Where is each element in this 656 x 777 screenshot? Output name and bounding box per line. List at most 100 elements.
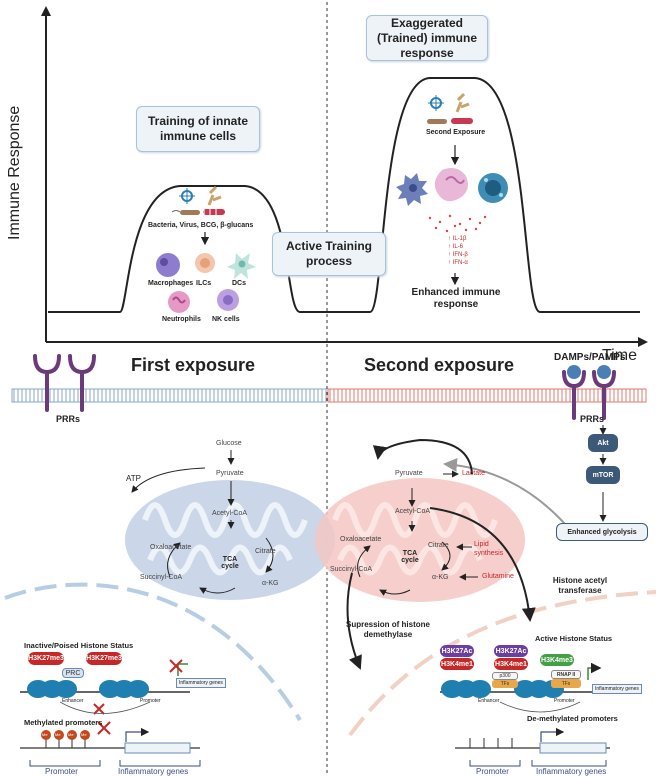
bcg-bacterium-icon-2 bbox=[451, 118, 473, 124]
h3k27me3-mark-2: H3K27me3 bbox=[86, 652, 122, 665]
virus-icon bbox=[179, 188, 195, 204]
cell-label-neutrophils: Neutrophils bbox=[162, 316, 201, 323]
enhanced-response-label: Enhanced immune response bbox=[411, 287, 501, 310]
methyl-label-2: Me bbox=[55, 732, 61, 737]
promoter-label-left: Promoter bbox=[140, 698, 161, 704]
methyl-marks bbox=[41, 730, 90, 748]
inactive-histone-label: Inactive/Poised Histone Status bbox=[24, 641, 134, 650]
bacterium-icon-2 bbox=[427, 119, 447, 124]
rnap-ii-complex: RNAP II bbox=[551, 670, 581, 679]
suppression-label: Supression of histone demethylase bbox=[345, 620, 430, 639]
acetyl-coa-label-left: Acetyl-CoA bbox=[212, 510, 248, 517]
y-axis-label: Immune Response bbox=[6, 105, 23, 240]
lipid-synthesis-label: Lipid synthesis bbox=[474, 541, 504, 557]
acetyl-coa-label-right: Acetyl-CoA bbox=[395, 508, 431, 515]
akt-node: Akt bbox=[588, 434, 618, 452]
nucleosome-icons bbox=[27, 680, 149, 698]
dc-icon bbox=[227, 253, 256, 279]
bcg-bacterium-icon bbox=[203, 209, 225, 215]
hat-label: Histone acetyl transferase bbox=[552, 576, 608, 595]
inflammatory-genes-box-right: Inflammatory genes bbox=[592, 684, 642, 694]
citrate-label-left: Citrate bbox=[255, 548, 276, 555]
promoter-label-2-left: Promoter bbox=[45, 767, 78, 776]
fungus-icon bbox=[207, 185, 222, 206]
gene-box-left bbox=[124, 742, 191, 754]
promoter-label-2-right: Promoter bbox=[476, 767, 509, 776]
cell-label-macrophages: Macrophages bbox=[148, 280, 194, 287]
tca-label-right: TCA cycle bbox=[401, 550, 419, 564]
nuclear-envelope-left bbox=[4, 582, 302, 722]
glucose-label: Glucose bbox=[216, 440, 242, 447]
methylated-promoters-label: Methylated promoters bbox=[24, 718, 103, 727]
promoter-label-right: Promoter bbox=[554, 698, 575, 704]
oxaloacetate-label-left: Oxaloacetate bbox=[150, 544, 192, 551]
cytokine-ifna: ↑ IFN-α bbox=[448, 260, 468, 266]
tca-label-left: TCA cycle bbox=[221, 556, 239, 570]
training-box: Training of innate immune cells bbox=[136, 106, 260, 152]
demethylase-arrow bbox=[346, 572, 362, 670]
p300-complex: p300 bbox=[492, 672, 518, 680]
cell-membrane-right bbox=[327, 388, 647, 403]
second-exposure-label: Second Exposure bbox=[426, 129, 486, 136]
neutrophil-icon bbox=[168, 291, 190, 313]
blocked-x-icon bbox=[169, 659, 183, 673]
x-axis-label: Time bbox=[602, 347, 637, 364]
atp-label: ATP bbox=[126, 474, 141, 483]
second-exposure-title: Second exposure bbox=[364, 355, 515, 375]
tss-arrow-right bbox=[587, 662, 602, 680]
h3k4me1-mark-2: H3K4me1 bbox=[494, 658, 528, 670]
methyl-label-1: Me bbox=[42, 732, 48, 737]
akg-label-left: α-KG bbox=[262, 580, 279, 587]
h3k4me3-mark: H3K4me3 bbox=[540, 654, 574, 666]
cytokine-ifnb: ↑ IFN-β bbox=[448, 252, 468, 258]
activated-macrophage-icon bbox=[396, 173, 428, 206]
fungus-icon-2 bbox=[455, 92, 470, 113]
damps-pamps-label: DAMPs/PAMPs bbox=[554, 352, 626, 363]
h3k27ac-mark-2: H3K27Ac bbox=[494, 645, 528, 657]
h3k4me1-mark-1: H3K4me1 bbox=[440, 658, 474, 670]
lactate-label: Lactate bbox=[462, 470, 485, 477]
activated-neutrophil-icon bbox=[434, 168, 468, 202]
enhancer-label-right: Enhancer bbox=[478, 698, 500, 704]
inflammatory-genes-label-right: Inflammatory genes bbox=[536, 767, 607, 776]
tfs-complex-2: TFs bbox=[551, 679, 581, 688]
oxaloacetate-label-right: Oxaloacetate bbox=[340, 536, 382, 543]
activated-nk-cell-icon bbox=[478, 173, 508, 203]
exaggerated-box: Exaggerated (Trained) immune response bbox=[366, 15, 488, 61]
cell-label-nk: NK cells bbox=[212, 316, 240, 323]
macrophage-icon bbox=[156, 253, 180, 277]
methyl-label-3: Me bbox=[68, 732, 74, 737]
active-training-box: Active Training process bbox=[272, 232, 386, 276]
virus-icon-2 bbox=[428, 95, 444, 111]
prr-receptor-icon-right bbox=[562, 365, 616, 420]
inflammatory-genes-label-left: Inflammatory genes bbox=[118, 767, 189, 776]
pathogens-label: Bacteria, Virus, BCG, β-glucans bbox=[148, 222, 254, 229]
cell-membrane-left bbox=[11, 388, 327, 403]
prrs-label-left: PRRs bbox=[56, 414, 81, 424]
pyruvate-label-left: Pyruvate bbox=[216, 470, 244, 477]
enhancer-label-left: Enhancer bbox=[62, 698, 84, 704]
immune-response-curve bbox=[48, 77, 640, 313]
akg-label-right: α-KG bbox=[432, 574, 449, 581]
active-histone-label: Active Histone Status bbox=[535, 634, 613, 643]
cytokine-dots bbox=[428, 214, 487, 233]
first-exposure-title: First exposure bbox=[131, 355, 256, 375]
succinyl-label-right: Succinyl-CoA bbox=[330, 566, 373, 573]
mitochondrion-left bbox=[125, 480, 335, 600]
prrs-label-right: PRRs bbox=[580, 414, 605, 424]
enhanced-glycolysis-box: Enhanced glycolysis bbox=[556, 523, 648, 541]
pyruvate-label-right: Pyruvate bbox=[395, 470, 423, 477]
demethylated-promoters-label: De-methylated promoters bbox=[527, 714, 618, 723]
succinyl-label-left: Succinyl-CoA bbox=[140, 574, 183, 581]
citrate-label-right: Citrate bbox=[428, 542, 449, 549]
mtor-node: mTOR bbox=[586, 466, 620, 484]
nuclear-envelope-right bbox=[348, 590, 656, 737]
mitochondrion-right bbox=[315, 478, 525, 602]
methyl-label-4: Me bbox=[81, 732, 87, 737]
prr-receptor-icon bbox=[33, 354, 96, 412]
cytokine-il1b: ↑ IL-1β bbox=[448, 236, 467, 242]
prc-complex: PRC bbox=[62, 668, 84, 678]
blocked-x-icon-2 bbox=[93, 703, 105, 715]
